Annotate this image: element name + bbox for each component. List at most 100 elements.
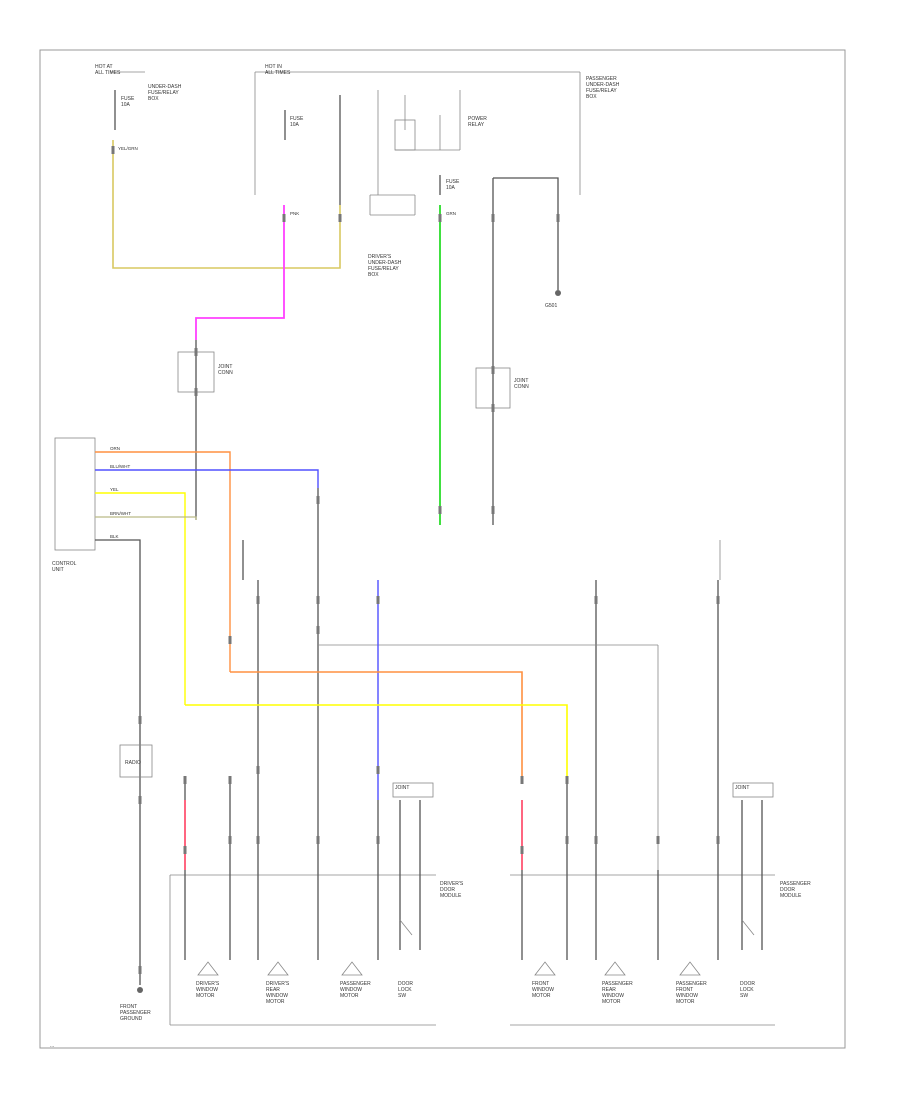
connector-pin bbox=[376, 836, 380, 844]
connector-pin bbox=[183, 846, 187, 854]
diagram-frame bbox=[39, 49, 846, 1049]
connector-pin bbox=[183, 776, 187, 784]
svg-text:10A: 10A bbox=[446, 185, 456, 191]
connector-pin bbox=[491, 214, 495, 222]
connector-pin bbox=[438, 506, 442, 514]
radio-box: RADIO bbox=[119, 744, 153, 778]
connector-pin bbox=[282, 214, 286, 222]
svg-text:10A: 10A bbox=[121, 102, 131, 108]
connector-pin bbox=[376, 596, 380, 604]
svg-text:CONN: CONN bbox=[218, 370, 233, 376]
connector-pin bbox=[316, 596, 320, 604]
connector-pin bbox=[520, 846, 524, 854]
corner-code: ... bbox=[50, 1043, 54, 1049]
connector-pin bbox=[716, 596, 720, 604]
connector-pin bbox=[565, 836, 569, 844]
connector-pin bbox=[438, 214, 442, 222]
connector-pin bbox=[316, 626, 320, 634]
connector-pin bbox=[228, 776, 232, 784]
ground-label-1: G501 bbox=[545, 303, 557, 309]
wire-yellow-2 bbox=[185, 704, 568, 780]
svg-text:JOINT: JOINT bbox=[395, 785, 409, 791]
wire-tag-w7: BRN/WHT bbox=[110, 511, 131, 516]
connector-pin bbox=[376, 766, 380, 774]
svg-text:FUSE: FUSE bbox=[121, 96, 135, 102]
connector-pin bbox=[194, 348, 198, 356]
connector-pin bbox=[565, 776, 569, 784]
connector-pin bbox=[194, 388, 198, 396]
wire-brown bbox=[95, 516, 197, 520]
wire-tag-w8: BLK bbox=[110, 534, 119, 539]
mid-vertical-wires bbox=[242, 488, 721, 870]
wire-orange-2 bbox=[230, 671, 523, 780]
connector-pin bbox=[594, 836, 598, 844]
connector-pin bbox=[656, 836, 660, 844]
connector-pin bbox=[491, 506, 495, 514]
connector-pin bbox=[138, 796, 142, 804]
power-relay bbox=[369, 90, 461, 216]
connector-pin bbox=[316, 496, 320, 504]
switch-driver bbox=[399, 800, 421, 950]
wire-blue bbox=[95, 469, 319, 488]
connector-pin bbox=[256, 836, 260, 844]
wire-black-ground bbox=[95, 539, 141, 985]
connector-pin bbox=[491, 404, 495, 412]
wire-tag-w3: GRN bbox=[446, 211, 456, 216]
connector-pins bbox=[111, 146, 720, 974]
connector-pin bbox=[556, 214, 560, 222]
connector-pin bbox=[228, 636, 232, 644]
wire-tag-w1: YEL/GRN bbox=[118, 146, 138, 151]
svg-text:JOINT: JOINT bbox=[735, 785, 749, 791]
wire-tag-w6: YEL bbox=[110, 487, 119, 492]
wire-pink bbox=[195, 205, 285, 340]
svg-text:10A: 10A bbox=[290, 122, 300, 128]
wire-tag-w2: PNK bbox=[290, 211, 299, 216]
wire-orange-1 bbox=[95, 451, 231, 672]
connector-pin bbox=[338, 214, 342, 222]
svg-text:FUSE: FUSE bbox=[446, 179, 460, 185]
connector-pin bbox=[520, 776, 524, 784]
svg-text:CONN: CONN bbox=[514, 384, 529, 390]
connector-pin bbox=[316, 836, 320, 844]
wire-tag-w4: ORN bbox=[110, 446, 120, 451]
svg-text:JOINT: JOINT bbox=[218, 364, 232, 370]
svg-text:JOINT: JOINT bbox=[514, 378, 528, 384]
wire-yellow-green bbox=[112, 140, 341, 269]
top-bus bbox=[110, 71, 581, 195]
radio-label: RADIO bbox=[125, 760, 141, 766]
connector-pin bbox=[138, 716, 142, 724]
connector-pin bbox=[594, 596, 598, 604]
connector-pin bbox=[228, 836, 232, 844]
